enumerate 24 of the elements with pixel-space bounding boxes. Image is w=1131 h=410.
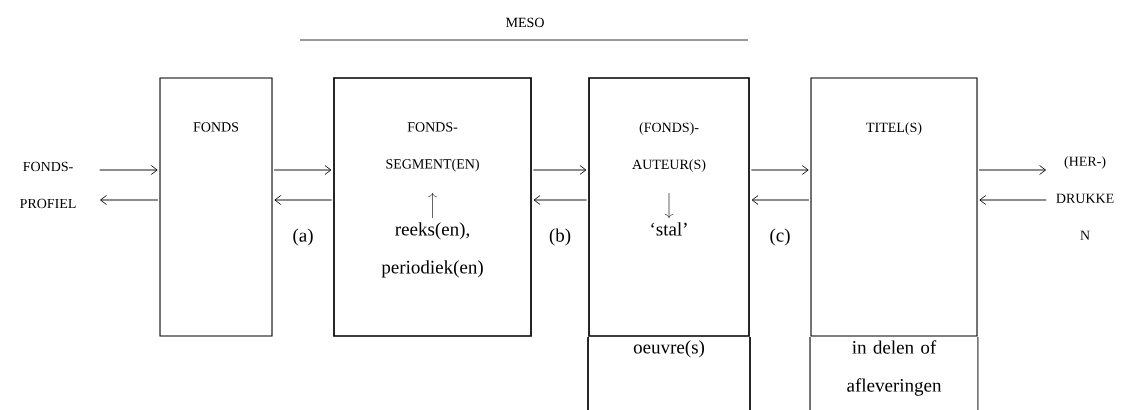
arrow <box>100 195 159 205</box>
box-text: ‘stal’ <box>651 222 687 236</box>
edge-label: (c) <box>768 227 792 247</box>
box-text: (FONDS)- AUTEUR(S) <box>632 122 706 172</box>
box-text: oeuvre(s) <box>633 340 705 358</box>
arrow <box>273 165 332 175</box>
box-text: FONDS <box>193 122 239 132</box>
arrow <box>750 165 809 175</box>
arrow <box>533 195 588 205</box>
box-text: TITEL(S) <box>866 122 922 135</box>
text-label: (HER-) DRUKKE N <box>1056 156 1114 240</box>
heading-label: MESO <box>505 17 544 28</box>
arrow <box>978 165 1046 175</box>
box-text: in delen of afleveringen <box>847 340 942 396</box>
edge-label: (b) <box>547 227 573 247</box>
arrow <box>751 195 810 205</box>
box-text: reeks(en), periodiek(en) <box>381 222 483 278</box>
arrow <box>274 195 333 205</box>
arrow <box>532 165 587 175</box>
box-text: FONDS- SEGMENT(EN) <box>386 122 479 172</box>
arrow <box>99 165 158 175</box>
arrow <box>979 195 1047 205</box>
edge-label: (a) <box>291 227 315 247</box>
text-label: FONDS- PROFIEL <box>20 161 76 209</box>
